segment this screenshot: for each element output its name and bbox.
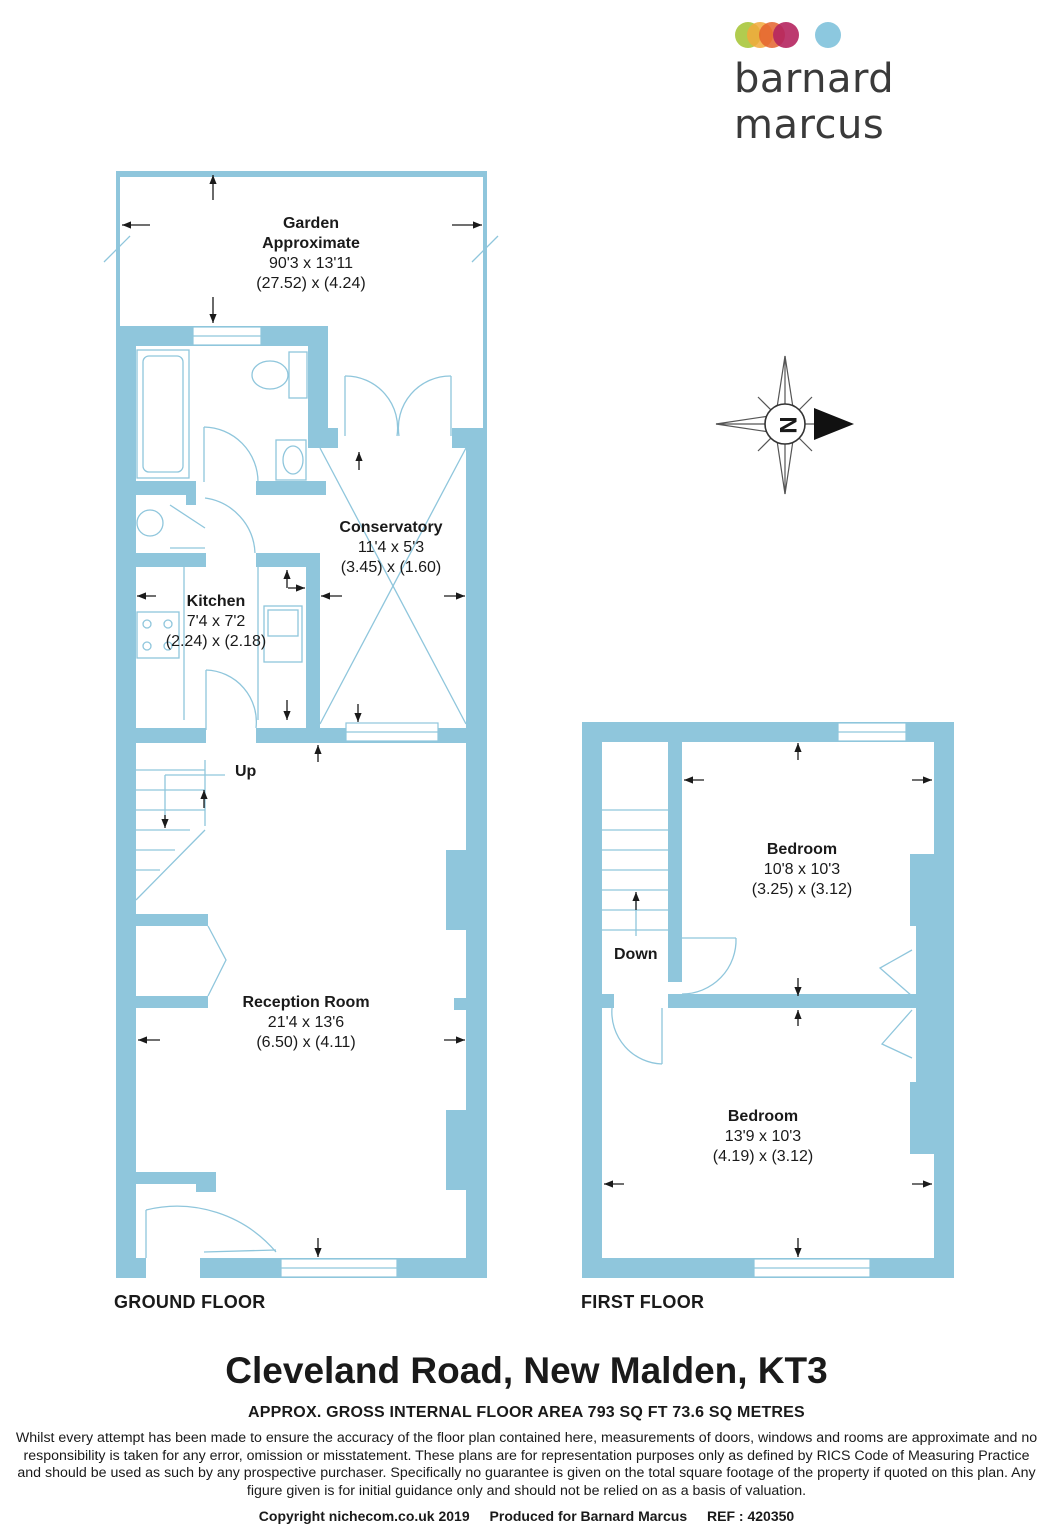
- room-reception-metric: (6.50) x (4.11): [256, 1034, 356, 1051]
- ground-floor-label: GROUND FLOOR: [114, 1292, 266, 1312]
- room-bedroom-1: Bedroom 10'8 x 10'3 (3.25) x (3.12): [722, 840, 882, 900]
- room-garden: Garden Approximate 90'3 x 13'11 (27.52) …: [211, 214, 411, 294]
- room-bedroom-2-name: Bedroom: [727, 1108, 799, 1125]
- room-garden-name-1: Garden: [282, 215, 339, 232]
- room-garden-name-2: Approximate: [262, 235, 360, 252]
- footer-produced: Produced for Barnard Marcus: [489, 1508, 688, 1524]
- brand-name: barnard marcus: [734, 56, 895, 148]
- room-conservatory-name: Conservatory: [339, 519, 443, 536]
- room-reception-imperial: 21'4 x 13'6: [267, 1014, 345, 1031]
- room-bedroom-1-metric: (3.25) x (3.12): [751, 881, 853, 898]
- room-kitchen: Kitchen 7'4 x 7'2 (2.24) x (2.18): [146, 592, 286, 652]
- footer: Copyright nichecom.co.uk 2019 Produced f…: [0, 1508, 1053, 1524]
- footer-ref: REF : 420350: [707, 1508, 795, 1524]
- brand-logo-dots: [735, 22, 841, 48]
- room-kitchen-imperial: 7'4 x 7'2: [186, 613, 246, 630]
- room-garden-imperial: 90'3 x 13'11: [268, 255, 354, 272]
- room-reception-name: Reception Room: [242, 994, 370, 1011]
- stairs-up-label: Up: [235, 763, 257, 780]
- compass-icon: [715, 355, 854, 495]
- room-conservatory: Conservatory 11'4 x 5'3 (3.45) x (1.60): [311, 518, 471, 578]
- footer-copyright: Copyright nichecom.co.uk 2019: [258, 1508, 470, 1524]
- compass-north-letter: N: [774, 416, 801, 434]
- room-bedroom-1-name: Bedroom: [766, 841, 838, 858]
- room-conservatory-metric: (3.45) x (1.60): [340, 559, 442, 576]
- first-floor-label: FIRST FLOOR: [581, 1292, 705, 1312]
- room-bedroom-2-metric: (4.19) x (3.12): [712, 1148, 814, 1165]
- room-reception: Reception Room 21'4 x 13'6 (6.50) x (4.1…: [206, 993, 406, 1053]
- disclaimer-text: Whilst every attempt has been made to en…: [15, 1430, 1038, 1499]
- room-kitchen-metric: (2.24) x (2.18): [165, 633, 267, 650]
- room-conservatory-imperial: 11'4 x 5'3: [357, 539, 425, 556]
- floor-area: APPROX. GROSS INTERNAL FLOOR AREA 793 SQ…: [248, 1404, 805, 1421]
- stairs-down-label: Down: [614, 946, 658, 963]
- property-address: Cleveland Road, New Malden, KT3: [225, 1350, 828, 1391]
- room-bedroom-2-imperial: 13'9 x 10'3: [724, 1128, 802, 1145]
- room-bedroom-1-imperial: 10'8 x 10'3: [763, 861, 841, 878]
- room-kitchen-name: Kitchen: [186, 593, 246, 610]
- room-garden-metric: (27.52) x (4.24): [256, 275, 366, 292]
- room-bedroom-2: Bedroom 13'9 x 10'3 (4.19) x (3.12): [683, 1107, 843, 1167]
